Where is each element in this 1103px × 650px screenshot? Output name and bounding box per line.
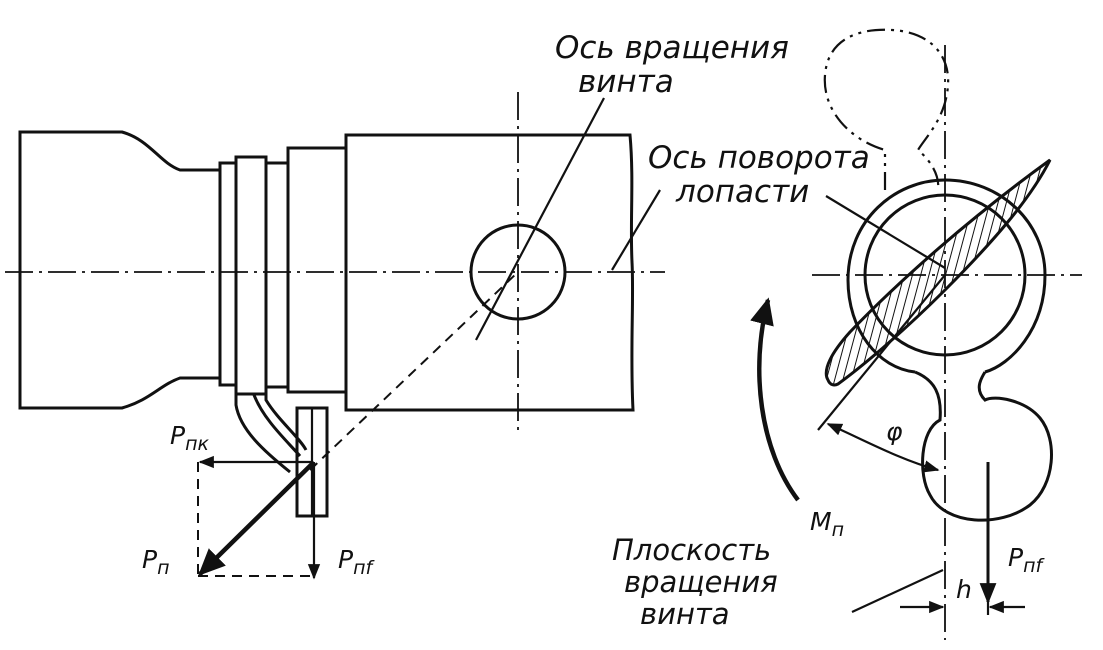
blade-axis-leader-right: [825, 195, 946, 269]
p-n-label: Pп: [142, 545, 170, 579]
blade-axis-leader-left: [611, 189, 661, 271]
force-line-dashed: [309, 271, 519, 471]
blade-axis-label-line2: лопасти: [675, 174, 809, 210]
p-nf-left-label: Pпf: [338, 545, 376, 579]
rotation-plane-line: [851, 569, 944, 613]
hub-main-body: [344, 133, 635, 412]
screw-axis-label-line1: Ось вращения: [555, 30, 789, 66]
screw-axis-leader: [475, 97, 605, 341]
plane-label-line3: винта: [640, 597, 730, 631]
hub-flange: [286, 146, 348, 394]
plane-label-line2: вращения: [624, 565, 778, 599]
p-nf-right-label: Pпf: [1008, 543, 1046, 577]
collar-ring-2: [234, 155, 268, 396]
blade-chord-extension: [817, 274, 946, 431]
blade-axis-label-line1: Ось поворота: [648, 140, 870, 176]
m-n-moment-arrow: [750, 297, 800, 502]
phi-angle-arc: [826, 422, 940, 473]
hub-side-view: [5, 92, 665, 580]
counterweight-phantom: [823, 28, 950, 191]
collar-ring-3: [264, 161, 290, 389]
p-nk-label: Pпк: [170, 421, 210, 455]
bent-arm: [234, 385, 308, 474]
blade-section: [824, 158, 1052, 387]
h-label: h: [956, 575, 972, 604]
phi-label: φ: [886, 417, 903, 446]
counterweight-body: [914, 370, 1053, 522]
plane-label-line1: Плоскость: [612, 533, 771, 567]
shaft-body: [18, 130, 222, 410]
blade-end-view: [750, 28, 1082, 640]
m-n-label: Mп: [810, 507, 844, 541]
left-labels: Ось вращения винта Pпк Pп Pпf: [142, 30, 789, 579]
p-n-arrow: [198, 460, 316, 576]
screw-axis-label-line2: винта: [578, 64, 674, 100]
collar-ring-1: [218, 161, 238, 387]
right-labels: Ось поворота лопасти φ Mп Pпf h Плоскост…: [612, 140, 1046, 631]
